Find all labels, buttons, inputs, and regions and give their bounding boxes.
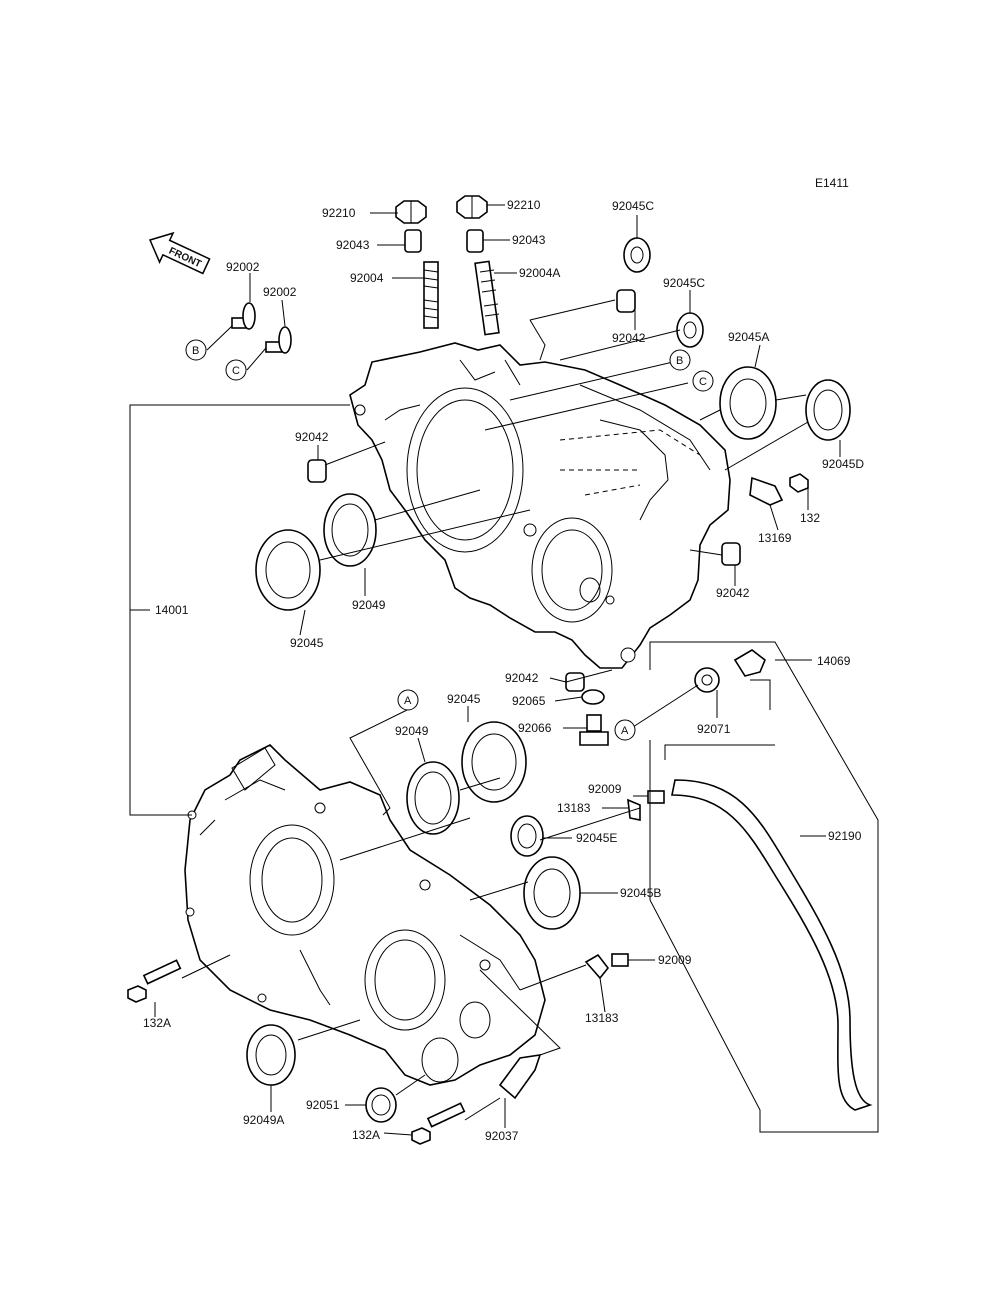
label-92049-upper: 92049: [352, 598, 386, 612]
callout-a-lower: A: [614, 719, 636, 741]
label-132a-bottom: 132A: [352, 1128, 380, 1142]
drain-plug-92066: [579, 714, 609, 746]
bolt-132: [789, 473, 809, 493]
label-92210-right: 92210: [507, 198, 541, 212]
dowel-pin-92042-right: [721, 542, 741, 566]
label-92037: 92037: [485, 1129, 519, 1143]
label-14069: 14069: [817, 654, 851, 668]
label-92066: 92066: [518, 721, 552, 735]
label-92009-bottom: 92009: [658, 953, 692, 967]
nut-92210-right: [456, 195, 488, 219]
lower-crankcase-half: [184, 744, 546, 1086]
label-92042-right: 92042: [716, 586, 750, 600]
label-92045d: 92045D: [822, 457, 864, 471]
svg-text:B: B: [192, 345, 199, 357]
oil-seal-92049-lower: [406, 761, 460, 835]
nut-92210-left: [395, 200, 427, 224]
dowel-pin-92042-left: [307, 459, 327, 483]
label-92049-lower: 92049: [395, 724, 429, 738]
bearing-92045d: [805, 379, 851, 441]
stud-92004: [423, 261, 439, 329]
bearing-92045-lower: [461, 721, 527, 803]
svg-text:C: C: [699, 376, 707, 388]
screw-92009-top: [647, 790, 665, 804]
breather-hose-92190: [671, 779, 873, 1111]
screw-92009-bottom: [611, 953, 629, 967]
label-92190: 92190: [828, 829, 862, 843]
svg-text:A: A: [404, 695, 412, 707]
label-92045c-top: 92045C: [612, 199, 654, 213]
label-92009-top: 92009: [588, 782, 622, 796]
svg-text:A: A: [621, 725, 629, 737]
bearing-92045e: [510, 815, 544, 857]
svg-text:C: C: [232, 365, 240, 377]
hose-clamp-92071: [694, 667, 720, 693]
washer-92065: [581, 689, 605, 705]
callout-c-right: C: [692, 370, 714, 392]
bracket-92037: [498, 1054, 542, 1100]
collar-92043-right: [466, 229, 484, 253]
bolt-132a-left: [127, 959, 182, 1003]
dowel-pin-92042-top: [616, 289, 636, 313]
bearing-92045-upper: [255, 529, 321, 611]
svg-text:B: B: [676, 355, 683, 367]
label-92042-left: 92042: [295, 430, 329, 444]
oil-seal-92049-upper: [323, 493, 377, 567]
bolt-92002-b: [231, 302, 256, 330]
front-arrow-icon: FRONT: [148, 231, 211, 275]
label-92071: 92071: [697, 722, 731, 736]
projection-lines: [181, 299, 809, 1121]
plate-13169: [749, 476, 784, 506]
bolt-92002-c: [265, 326, 292, 354]
label-132: 132: [800, 511, 820, 525]
label-92045c-mid: 92045C: [663, 276, 705, 290]
label-92004a: 92004A: [519, 266, 560, 280]
label-92045-upper: 92045: [290, 636, 324, 650]
callout-b-left: B: [185, 339, 207, 361]
label-92042-bottom: 92042: [505, 671, 539, 685]
label-13183-top: 13183: [557, 801, 591, 815]
label-92002-right: 92002: [263, 285, 297, 299]
label-92043-right: 92043: [512, 233, 546, 247]
oil-seal-92051: [365, 1087, 397, 1123]
oil-seal-92049a: [246, 1024, 296, 1086]
bearing-92045c-top: [623, 237, 651, 273]
callout-c-left: C: [225, 359, 247, 381]
label-92004: 92004: [350, 271, 384, 285]
callout-b-right: B: [669, 349, 691, 371]
label-92049a: 92049A: [243, 1113, 284, 1127]
collar-92043-left: [404, 229, 422, 253]
hose-elbow-14069: [733, 649, 766, 677]
dowel-pin-92042-bottom: [565, 672, 585, 692]
label-92042-top: 92042: [612, 331, 646, 345]
label-92043-left: 92043: [336, 238, 370, 252]
label-92045b: 92045B: [620, 886, 661, 900]
diagram-code: E1411: [815, 176, 849, 190]
part-labels: 92210 92210 92045C 92043 92043 92004 920…: [143, 198, 864, 1143]
leader-lines: [129, 204, 879, 1136]
label-92045a: 92045A: [728, 330, 769, 344]
plate-13183-bottom: [584, 953, 610, 980]
label-14001: 14001: [155, 603, 189, 617]
label-92065: 92065: [512, 694, 546, 708]
bearing-92045a: [719, 366, 777, 440]
label-92045-lower: 92045: [447, 692, 481, 706]
label-92051: 92051: [306, 1098, 340, 1112]
label-92045e: 92045E: [576, 831, 617, 845]
upper-crankcase-half: [349, 342, 731, 669]
bolt-132a-bottom: [411, 1102, 466, 1145]
label-92002-left: 92002: [226, 260, 260, 274]
bearing-92045c-mid: [676, 312, 704, 348]
label-13169: 13169: [758, 531, 792, 545]
callout-a-upper: A: [397, 689, 419, 711]
label-92210-left: 92210: [322, 206, 356, 220]
label-13183-bottom: 13183: [585, 1011, 619, 1025]
stud-92004a: [474, 260, 500, 336]
bearing-92045b: [523, 856, 581, 930]
label-132a-left: 132A: [143, 1016, 171, 1030]
